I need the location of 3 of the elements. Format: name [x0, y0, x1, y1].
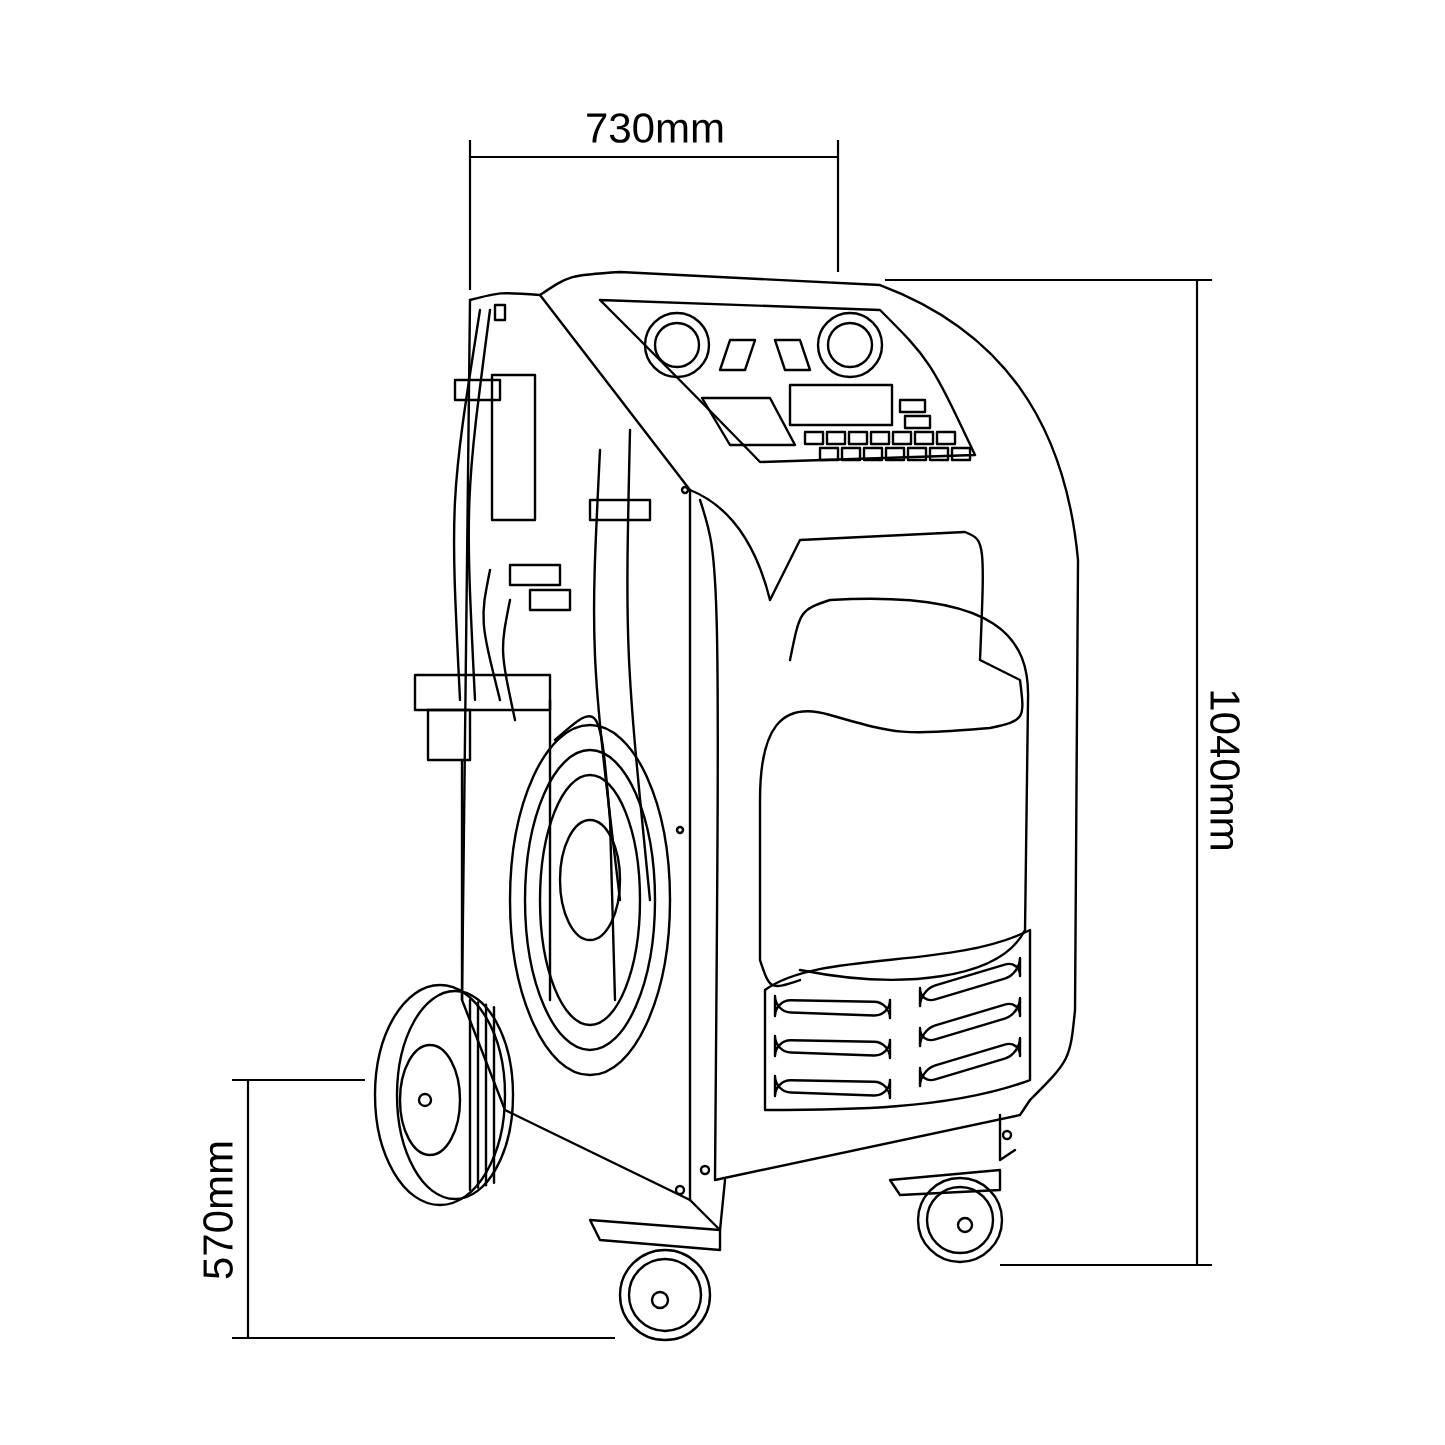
- dimension-label: 1040mm: [1210, 691, 1240, 849]
- dimension-label: 570mm: [203, 1142, 233, 1279]
- dimension-label: 730mm: [587, 113, 723, 143]
